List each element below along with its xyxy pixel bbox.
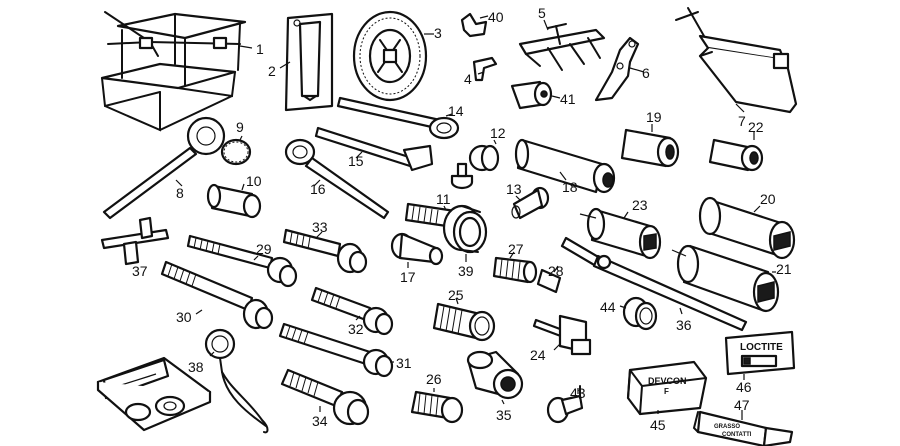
tool-12-bushing	[468, 139, 500, 172]
loctite-label: LOCTITE	[740, 342, 783, 353]
callout-14: 14	[448, 103, 464, 119]
grease-label-line1: GRASSO	[714, 424, 740, 430]
tool-43-tool	[546, 385, 584, 424]
callout-6: 6	[642, 65, 650, 81]
callout-19: 19	[646, 109, 662, 125]
callout-2: 2	[268, 63, 276, 79]
tool-14-flat-bar	[336, 96, 460, 140]
devcon-label-line1: DEVCON	[648, 376, 687, 386]
callout-23: 23	[632, 197, 648, 213]
callout-15: 15	[348, 153, 364, 169]
callout-47: 47	[734, 397, 750, 413]
callout-28: 28	[548, 263, 564, 279]
tool-35-sleeve	[466, 350, 524, 405]
callout-4: 4	[464, 71, 472, 87]
tool-44-ring	[619, 296, 658, 331]
callout-11: 11	[436, 191, 451, 207]
tool-31-bolt	[278, 322, 394, 378]
callout-37: 37	[132, 263, 148, 279]
tool-8-hook-spanner	[102, 116, 226, 220]
tool-4-clip	[472, 56, 498, 82]
tool-34-bolt	[280, 368, 370, 426]
tool-36-long-bar	[560, 236, 748, 332]
callout-44: 44	[600, 299, 616, 315]
tool-40-clip	[460, 12, 489, 38]
callout-34: 34	[312, 413, 328, 429]
tool-33-bolt	[282, 228, 368, 274]
callout-32: 32	[348, 321, 364, 337]
tool-21-cylinder	[671, 244, 780, 313]
callout-27: 27	[508, 241, 524, 257]
callout-30: 30	[176, 309, 192, 325]
tool-30-bolt	[160, 260, 274, 330]
callout-22: 22	[748, 119, 764, 135]
callout-9: 9	[236, 119, 244, 135]
callout-8: 8	[176, 185, 184, 201]
tool-39-ring	[442, 204, 488, 262]
callout-12: 12	[490, 125, 506, 141]
tool-19-puller	[620, 124, 680, 168]
callout-33: 33	[312, 219, 328, 235]
tool-46-loctite-pack: LOCTITE	[724, 330, 796, 380]
tool-41-cap	[510, 80, 561, 110]
callout-3: 3	[434, 25, 442, 41]
tool-26-bushing	[410, 388, 464, 424]
tool-24-clamp	[532, 314, 592, 356]
tool-13-pin	[511, 186, 550, 220]
callout-16: 16	[310, 181, 326, 197]
tool-9-gear	[220, 135, 252, 166]
tool-32-bolt	[310, 286, 394, 336]
tool-28-plug	[536, 265, 562, 294]
tool-stud	[450, 162, 474, 190]
callout-36: 36	[676, 317, 692, 333]
tool-29-bolt	[186, 234, 298, 288]
tool-25-bushing	[432, 297, 496, 342]
callout-25: 25	[448, 287, 464, 303]
tool-37-t-block	[100, 216, 170, 266]
callout-24: 24	[530, 347, 546, 363]
callout-31: 31	[396, 355, 412, 371]
callout-18: 18	[562, 179, 578, 195]
callout-26: 26	[426, 371, 442, 387]
grease-label-line2: CONTATTI	[722, 432, 752, 438]
tool-17-socket	[390, 232, 444, 268]
tool-1-engine-stand	[100, 11, 253, 132]
devcon-label-line2: F	[664, 387, 669, 396]
tool-16-socket-bar	[284, 138, 390, 220]
tool-6-lever	[594, 36, 645, 102]
tool-7-spring-compressor	[675, 7, 798, 114]
callout-10: 10	[246, 173, 262, 189]
callout-29: 29	[256, 241, 272, 257]
tool-10-sleeve	[206, 183, 262, 219]
callout-labels: 1 2 3 4 5 6 7 8 9 10 11 12 13 14 15 16 1…	[132, 5, 792, 433]
tool-3-degree-wheel	[352, 10, 434, 102]
tool-38-gauge-kit	[96, 328, 269, 434]
callout-43: 43	[570, 385, 586, 401]
tool-23-cylinder	[579, 207, 662, 260]
tool-27-spline	[492, 251, 538, 284]
callout-7: 7	[738, 113, 746, 129]
tool-45-devcon-box: DEVCON F	[626, 360, 708, 416]
callout-5: 5	[538, 5, 546, 21]
callout-45: 45	[650, 417, 666, 433]
callout-20: 20	[760, 191, 776, 207]
tool-22-puller	[708, 132, 764, 172]
callout-41: 41	[560, 91, 576, 107]
callout-46: 46	[736, 379, 752, 395]
tool-18-cylinder	[514, 138, 616, 194]
tool-15-spanner	[314, 126, 434, 172]
tool-20-cylinder	[698, 196, 796, 260]
callout-40: 40	[488, 9, 504, 25]
callout-1: 1	[256, 41, 264, 57]
callout-13: 13	[506, 181, 522, 197]
callout-38: 38	[188, 359, 204, 375]
tool-2-bracket-plate	[279, 12, 334, 112]
callout-35: 35	[496, 407, 512, 423]
tool-5-multi-pin	[518, 19, 606, 71]
tool-47-grease-tube: GRASSO CONTATTI	[692, 410, 794, 446]
callout-17: 17	[400, 269, 416, 285]
callout-39: 39	[458, 263, 474, 279]
callout-21: 21	[776, 261, 792, 277]
